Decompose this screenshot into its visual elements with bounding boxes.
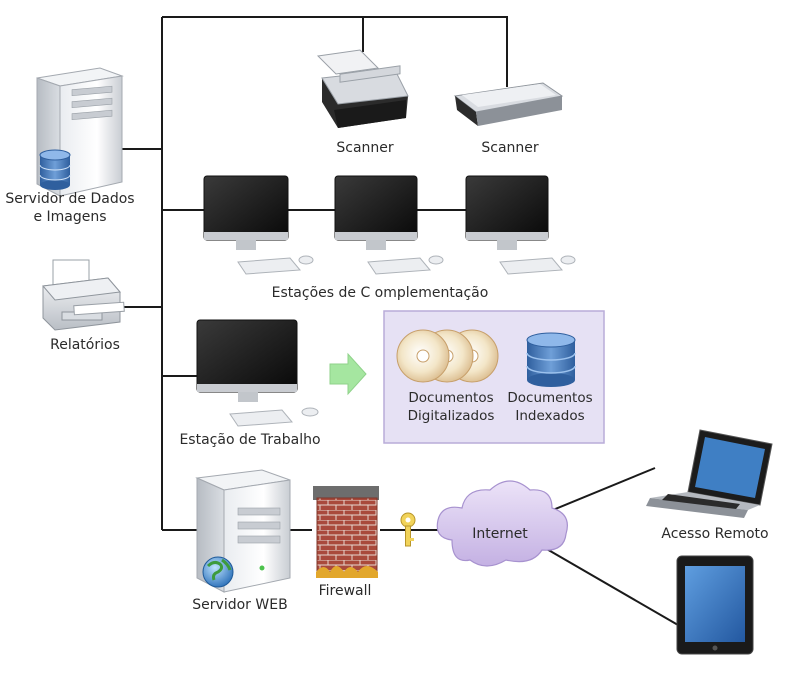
keyboard-icon (367, 257, 432, 275)
web-server-label: Servidor WEB (192, 597, 288, 613)
web-server-node (195, 469, 291, 593)
mouse-icon (428, 255, 444, 265)
cloud-icon (436, 480, 568, 567)
monitor-icon (465, 175, 549, 241)
mouse-icon (560, 255, 576, 265)
key-icon (400, 512, 416, 547)
scanned-docs-label: Documentos Digitalizados (396, 389, 506, 425)
indexed-docs-label-line1: Documentos (507, 390, 593, 406)
cd-icon (396, 329, 499, 383)
firewall-icon (313, 486, 379, 578)
server-icon (36, 67, 124, 197)
work-station-label: Estação de Trabalho (179, 432, 321, 448)
keyboard-icon (229, 409, 294, 427)
arrow-icon (329, 352, 367, 396)
data-server-node (36, 67, 124, 197)
monitor-icon (196, 319, 298, 393)
firewall-label: Firewall (318, 583, 372, 599)
globe-icon (202, 556, 234, 588)
monitor-icon (203, 175, 289, 241)
mouse-icon (298, 255, 314, 265)
keyboard-icon (237, 257, 302, 275)
internet-label: Internet (472, 526, 528, 542)
documents-panel (383, 310, 605, 444)
tablet-icon (676, 555, 754, 655)
printer-icon (42, 259, 125, 331)
indexed-docs-label: Documentos Indexados (500, 389, 600, 425)
complement-station-1 (203, 175, 314, 275)
indexed-docs-label-line2: Indexados (515, 408, 585, 424)
data-server-label-line2: e Imagens (33, 209, 107, 225)
complement-station-2 (334, 175, 444, 275)
laptop-icon (646, 429, 773, 518)
complement-stations-label: Estações de C omplementação (271, 285, 489, 301)
scanner-2-label: Scanner (481, 140, 539, 156)
work-station (196, 319, 319, 427)
mouse-icon (301, 407, 319, 417)
scanner-1-label: Scanner (336, 140, 394, 156)
complement-station-3 (465, 175, 576, 275)
monitor-icon (334, 175, 418, 241)
remote-access-label: Acesso Remoto (661, 526, 769, 542)
database-icon (39, 149, 71, 190)
scanner-1-icon (316, 49, 409, 128)
reports-label: Relatórios (50, 337, 120, 353)
scanner-2-icon (453, 82, 564, 126)
data-server-label: Servidor de Dados e Imagens (5, 190, 135, 226)
data-server-label-line1: Servidor de Dados (5, 191, 135, 207)
keyboard-icon (499, 257, 564, 275)
scanned-docs-label-line2: Digitalizados (407, 408, 495, 424)
database-icon (526, 332, 576, 387)
scanned-docs-label-line1: Documentos (408, 390, 494, 406)
